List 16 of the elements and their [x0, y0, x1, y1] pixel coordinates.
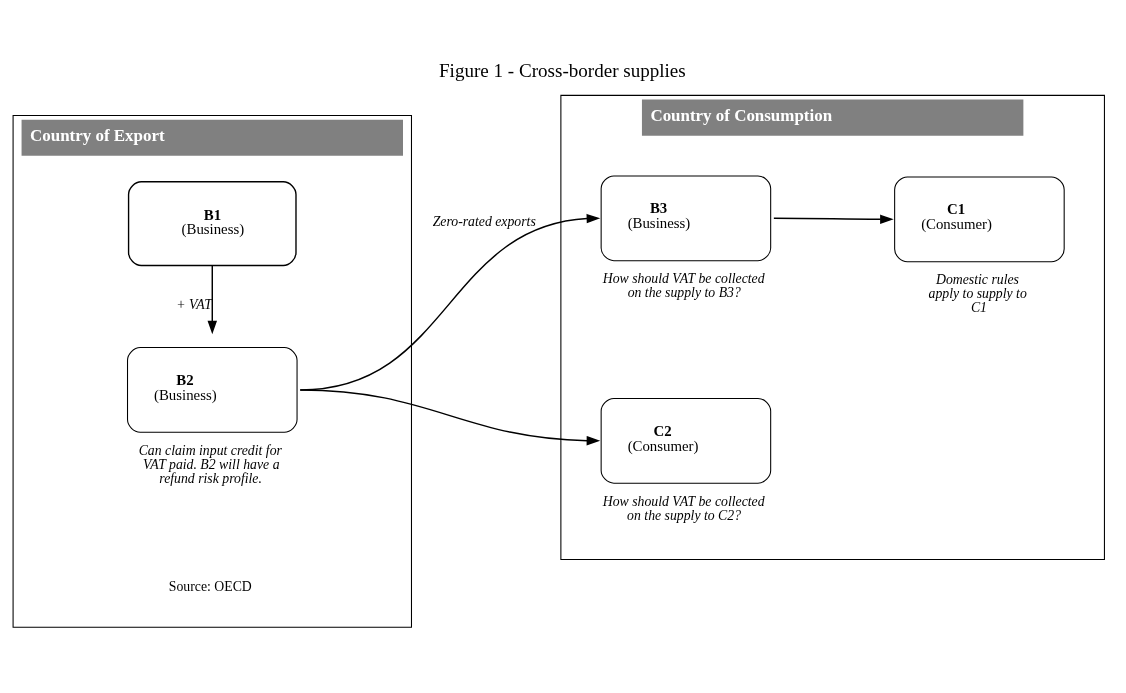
label: Source: OECD	[168, 578, 252, 594]
node-label: How should VAT be collected on the supply to B3?	[602, 271, 765, 301]
diagram-title: Figure 1 - Cross-border supplies	[439, 59, 686, 81]
node-box: B1 (Business)	[127, 181, 297, 267]
node-label: How should VAT be collected on the supply to C2?	[602, 493, 765, 523]
edge-label: Zero-rated exports	[432, 214, 536, 230]
node-label: Can claim input credit for VAT paid. B2 will have a refund risk profile.	[138, 443, 282, 486]
node-box: C2 (Consumer)	[600, 397, 772, 484]
arrow	[299, 389, 601, 446]
node-label: Domestic rules apply to supply to C1	[928, 272, 1027, 315]
node-box: C1 (Consumer)	[894, 176, 1065, 263]
node-box: B3 (Business)	[600, 175, 772, 262]
edge-label: + VAT	[176, 296, 212, 312]
node-box: B2 (Business)	[127, 347, 298, 433]
arrow	[773, 214, 894, 225]
arrow	[207, 264, 218, 335]
